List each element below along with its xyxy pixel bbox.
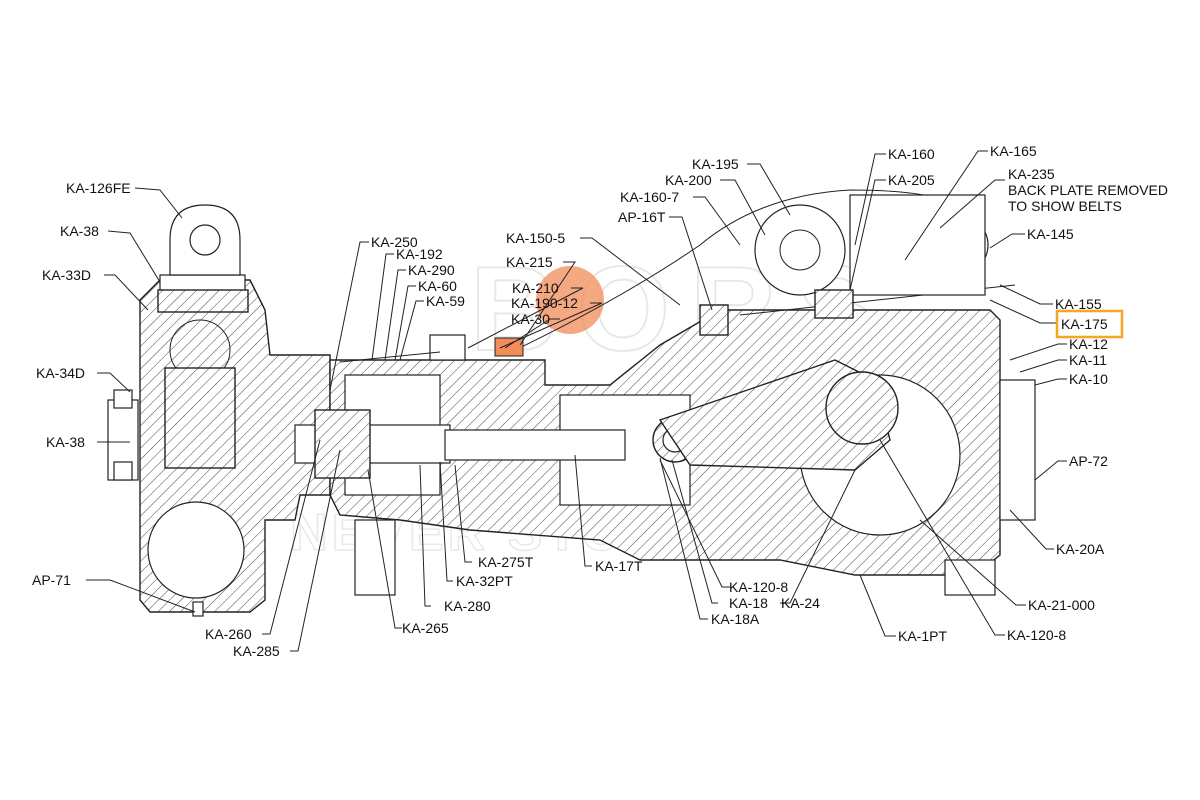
label-ap-72: AP-72 xyxy=(1069,453,1108,469)
label-ka-34d: KA-34D xyxy=(36,365,85,381)
fitting-ka-30 xyxy=(494,337,524,357)
label-ka-120-8-a: KA-120-8 xyxy=(729,579,788,595)
label-ka-260: KA-260 xyxy=(205,626,252,642)
label-ka-18: KA-18 xyxy=(729,595,768,611)
label-ka-175: KA-175 xyxy=(1061,316,1108,332)
pulley-left-hub xyxy=(779,229,821,271)
belt-housing xyxy=(849,194,986,296)
label-ka-285: KA-285 xyxy=(233,643,280,659)
label-ka-205: KA-205 xyxy=(888,172,935,188)
label-ka-280: KA-280 xyxy=(444,598,491,614)
label-ka-190-12: KA-190-12 xyxy=(511,295,578,311)
valve-stack xyxy=(164,367,236,469)
label-ka-12: KA-12 xyxy=(1069,336,1108,352)
label-ka-290: KA-290 xyxy=(408,262,455,278)
label-ka-21-000: KA-21-000 xyxy=(1028,597,1095,613)
label-ka-38-bottom: KA-38 xyxy=(46,434,85,450)
label-ap-16t: AP-16T xyxy=(618,209,666,225)
packing-nut xyxy=(314,409,371,479)
label-ka-275t: KA-275T xyxy=(478,554,534,570)
piston-rod xyxy=(444,429,626,461)
label-ka-60: KA-60 xyxy=(418,278,457,294)
fitting-ap-16t xyxy=(699,304,729,336)
label-ka-33d: KA-33D xyxy=(42,267,91,283)
highlight-box-ka-175 xyxy=(1055,309,1124,339)
pump-drawing xyxy=(107,189,1036,617)
leader-lines xyxy=(86,150,1067,652)
label-ka-59: KA-59 xyxy=(426,293,465,309)
label-ka-210: KA-210 xyxy=(512,280,559,296)
base-foot-right xyxy=(944,559,996,596)
label-ka-145: KA-145 xyxy=(1027,226,1074,242)
label-ka-38-top: KA-38 xyxy=(60,223,99,239)
label-ka-1pt: KA-1PT xyxy=(898,628,947,644)
label-ka-11: KA-11 xyxy=(1069,352,1107,368)
watermark-accent-dot xyxy=(536,266,604,334)
label-ka-10: KA-10 xyxy=(1069,371,1108,387)
base-foot-left xyxy=(354,519,396,596)
label-ka-160-7: KA-160-7 xyxy=(620,189,679,205)
label-ka-20a: KA-20A xyxy=(1056,541,1105,557)
label-ka-265: KA-265 xyxy=(402,620,449,636)
label-ka-32pt: KA-32PT xyxy=(456,573,513,589)
lifting-eye-hole xyxy=(189,224,221,256)
rear-cover xyxy=(999,379,1036,521)
label-ka-215: KA-215 xyxy=(506,254,553,270)
label-ka-200: KA-200 xyxy=(665,172,712,188)
part-labels: KA-126FE KA-38 KA-33D KA-34D KA-38 AP-71… xyxy=(32,143,1168,659)
label-ka-160: KA-160 xyxy=(888,146,935,162)
label-ka-235: KA-235 xyxy=(1008,166,1055,182)
side-cap-bolt-top xyxy=(113,389,133,409)
label-ka-120-8-b: KA-120-8 xyxy=(1007,627,1066,643)
crankshaft xyxy=(825,371,899,445)
label-ka-155: KA-155 xyxy=(1055,296,1102,312)
label-ka-165: KA-165 xyxy=(990,143,1037,159)
label-ka-195: KA-195 xyxy=(692,156,739,172)
label-ka-24: KA-24 xyxy=(781,595,820,611)
label-ka-17t: KA-17T xyxy=(595,558,643,574)
label-ap-71: AP-71 xyxy=(32,572,71,588)
top-cap-flange xyxy=(157,289,249,313)
label-ka-30: KA-30 xyxy=(511,311,550,327)
note-line-2: TO SHOW BELTS xyxy=(1008,198,1122,214)
label-ka-150-5: KA-150-5 xyxy=(506,230,565,246)
gauge-block xyxy=(429,334,466,361)
label-ka-18a: KA-18A xyxy=(711,611,760,627)
note-line-1: BACK PLATE REMOVED xyxy=(1008,182,1168,198)
pulley-left xyxy=(754,204,846,296)
suction-chamber xyxy=(147,501,245,599)
side-cap-bolt-bottom xyxy=(113,461,133,481)
label-ka-192: KA-192 xyxy=(396,246,443,262)
block-ka-175 xyxy=(814,289,854,319)
label-ka-126fe: KA-126FE xyxy=(66,180,131,196)
drain-plug xyxy=(192,601,204,617)
plate-ka-250 xyxy=(339,351,441,363)
label-ka-250: KA-250 xyxy=(371,234,418,250)
